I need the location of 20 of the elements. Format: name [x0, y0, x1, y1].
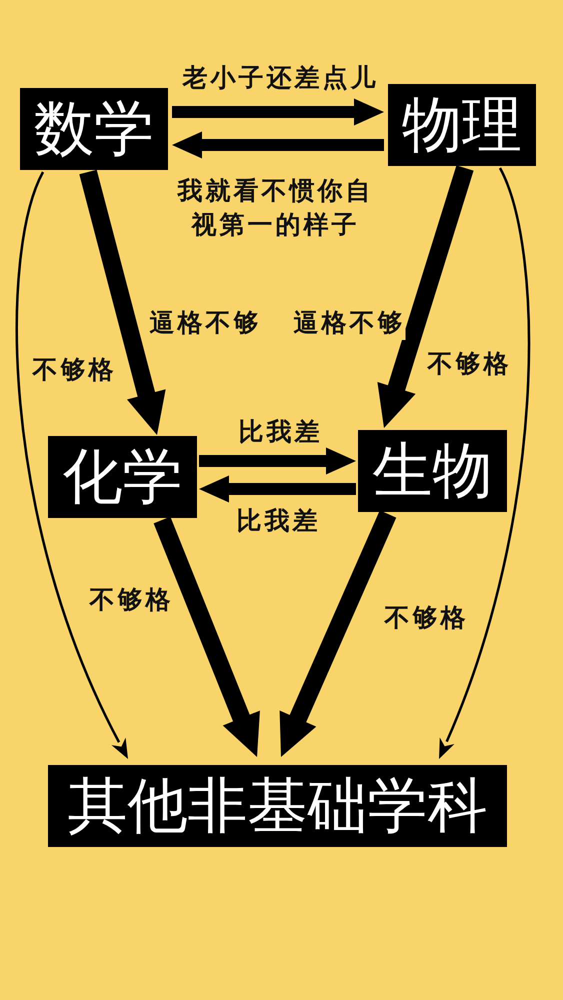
- subject-name: 物理: [402, 95, 522, 155]
- arrow: [172, 98, 384, 126]
- subject-box: [48, 765, 507, 847]
- curved-arrow: [440, 168, 530, 760]
- arrow: [377, 165, 474, 428]
- arrow: [172, 132, 384, 158]
- subject-box: [20, 88, 168, 170]
- arrow: [79, 170, 166, 435]
- subject-box: [48, 436, 197, 518]
- arrow: [199, 448, 356, 474]
- arrow: [280, 510, 396, 757]
- subject-box: [388, 84, 536, 166]
- subject-name: 数学: [34, 99, 154, 159]
- curved-arrow: [16, 172, 128, 760]
- subject-name: 生物: [372, 441, 492, 501]
- subject-name: 其他非基础学科: [68, 776, 488, 836]
- arrow: [154, 516, 260, 757]
- subject-name: 化学: [62, 447, 182, 507]
- arrow: [199, 476, 356, 502]
- subject-box: [358, 430, 507, 512]
